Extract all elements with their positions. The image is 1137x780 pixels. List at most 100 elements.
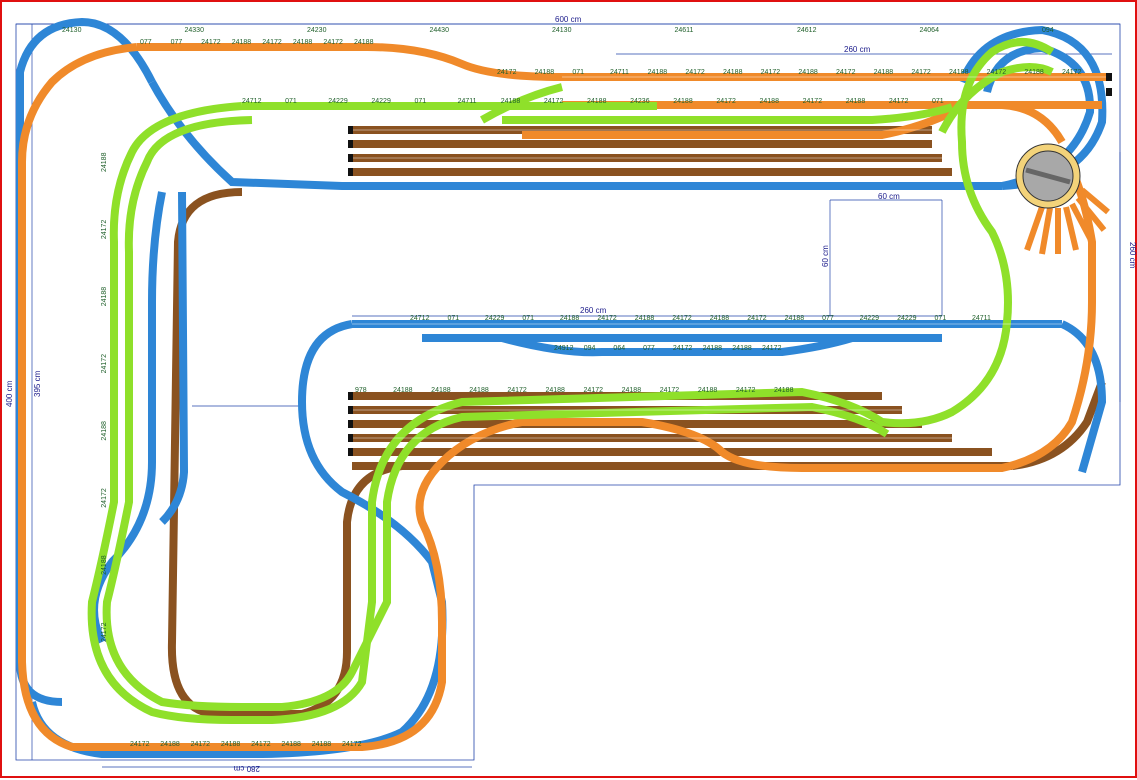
part-number-label: 077 bbox=[140, 39, 152, 46]
part-number-label: 24188 bbox=[1024, 69, 1044, 76]
part-number-label: 24711 bbox=[458, 98, 477, 105]
part-number-label: 24188 bbox=[160, 741, 180, 748]
part-number-label: 24188 bbox=[760, 98, 780, 105]
part-number-label: 071 bbox=[415, 98, 427, 105]
part-number-label: 24188 bbox=[785, 315, 805, 322]
part-number-label: 24172 bbox=[191, 741, 211, 748]
part-number-label: 24430 bbox=[430, 27, 450, 34]
labels-lower-yard-row: 978 24188 24188 24188 24172 24188 24172 24188 24… bbox=[355, 387, 794, 394]
part-number-label: 24188 bbox=[648, 69, 668, 76]
part-number-label: 24172 bbox=[342, 741, 362, 748]
part-number-label: 24230 bbox=[307, 27, 327, 34]
dim-bottom-width: 280 cm bbox=[233, 764, 260, 773]
part-number-label: 24172 bbox=[323, 39, 343, 46]
part-number-label: 094 bbox=[584, 345, 596, 352]
dim-left-height: 400 cm bbox=[5, 380, 14, 407]
part-number-label: 24172 bbox=[597, 315, 617, 322]
part-number-label: 24229 bbox=[371, 98, 391, 105]
part-number-label: 24229 bbox=[485, 315, 505, 322]
part-number-label: 24188 bbox=[723, 69, 743, 76]
dim-left-inner: 395 cm bbox=[33, 370, 42, 397]
part-number-label: 24711 bbox=[610, 69, 629, 76]
buffer-stops bbox=[348, 73, 1112, 456]
dim-width-top: 600 cm bbox=[555, 15, 582, 24]
part-number-label: 24611 bbox=[675, 27, 694, 34]
dimension-lines bbox=[16, 23, 1121, 768]
part-number-label: 24188 bbox=[560, 315, 580, 322]
part-number-label: 24229 bbox=[897, 315, 917, 322]
part-number-label: 24188 bbox=[232, 39, 252, 46]
part-number-label: 24188 bbox=[774, 387, 794, 394]
dim-middle-yard: 260 cm bbox=[580, 306, 607, 315]
part-number-label: 071 bbox=[447, 315, 459, 322]
labels-misc: 24130 24330 24230 24430 24130 24611 24612 24064… bbox=[62, 27, 1054, 34]
part-number-label: 24188 bbox=[431, 387, 451, 394]
part-number-label: 24188 bbox=[732, 345, 752, 352]
part-number-label: 24712 bbox=[242, 98, 262, 105]
part-number-label: 24172 bbox=[836, 69, 856, 76]
part-number-label: 24188 bbox=[874, 69, 894, 76]
part-number-label: 24172 bbox=[747, 315, 767, 322]
part-number-label: 24711 bbox=[972, 315, 991, 322]
part-number-label: 24130 bbox=[552, 27, 572, 34]
part-number-label: 24188 bbox=[587, 98, 607, 105]
part-number-label: 24188 bbox=[798, 69, 818, 76]
part-number-label: 24188 bbox=[622, 387, 642, 394]
part-number-label: 24172 bbox=[497, 69, 517, 76]
part-number-label: 24172 bbox=[101, 220, 108, 240]
part-number-label: 094 bbox=[1042, 27, 1054, 34]
part-number-label: 24172 bbox=[584, 387, 604, 394]
part-number-label: 24172 bbox=[987, 69, 1007, 76]
part-number-label: 24172 bbox=[736, 387, 756, 394]
part-number-label: 24188 bbox=[101, 287, 108, 307]
part-number-label: 24612 bbox=[797, 27, 817, 34]
part-number-label: 24188 bbox=[281, 741, 301, 748]
part-number-label: 24188 bbox=[469, 387, 489, 394]
turntable-spurs bbox=[1024, 187, 1110, 255]
part-number-label: 24172 bbox=[762, 345, 782, 352]
part-number-label: 24712 bbox=[410, 315, 430, 322]
part-number-label: 24188 bbox=[949, 69, 969, 76]
part-number-label: 24172 bbox=[761, 69, 781, 76]
part-number-label: 24188 bbox=[501, 98, 521, 105]
part-number-label: 24188 bbox=[673, 98, 693, 105]
part-number-label: 077 bbox=[643, 345, 655, 352]
part-number-label: 24172 bbox=[101, 488, 108, 508]
part-number-label: 24188 bbox=[635, 315, 655, 322]
part-number-label: 24172 bbox=[889, 98, 909, 105]
part-number-label: 24172 bbox=[673, 345, 693, 352]
dim-upper-yard: 260 cm bbox=[844, 45, 871, 54]
part-number-label: 24229 bbox=[860, 315, 880, 322]
part-number-label: 24188 bbox=[354, 39, 374, 46]
part-number-label: 24188 bbox=[545, 387, 565, 394]
part-number-label: 24172 bbox=[672, 315, 692, 322]
part-number-label: 24172 bbox=[101, 354, 108, 374]
part-number-label: 24188 bbox=[101, 152, 108, 172]
part-number-label: 978 bbox=[355, 387, 367, 394]
labels-second-row: 24712 071 24229 24229 071 24711 24188 24172 2418… bbox=[242, 98, 944, 105]
part-number-label: 24188 bbox=[101, 555, 108, 575]
part-number-label: 24172 bbox=[101, 622, 108, 642]
part-number-label: 24064 bbox=[920, 27, 940, 34]
part-number-label: 24172 bbox=[1062, 69, 1082, 76]
part-number-label: 24188 bbox=[293, 39, 313, 46]
part-number-label: 24172 bbox=[130, 741, 150, 748]
track-centerlines bbox=[352, 76, 1112, 439]
part-number-label: 24172 bbox=[507, 387, 527, 394]
part-number-label: 24172 bbox=[911, 69, 931, 76]
part-number-label: 24912 bbox=[554, 345, 574, 352]
part-number-label: 24188 bbox=[698, 387, 718, 394]
part-number-label: 24172 bbox=[251, 741, 271, 748]
part-number-label: 24172 bbox=[716, 98, 736, 105]
part-number-label: 071 bbox=[522, 315, 534, 322]
part-number-label: 071 bbox=[285, 98, 297, 105]
part-number-label: 24229 bbox=[328, 98, 348, 105]
part-number-label: 24130 bbox=[62, 27, 82, 34]
part-number-label: 24330 bbox=[185, 27, 205, 34]
part-number-label: 24172 bbox=[803, 98, 823, 105]
